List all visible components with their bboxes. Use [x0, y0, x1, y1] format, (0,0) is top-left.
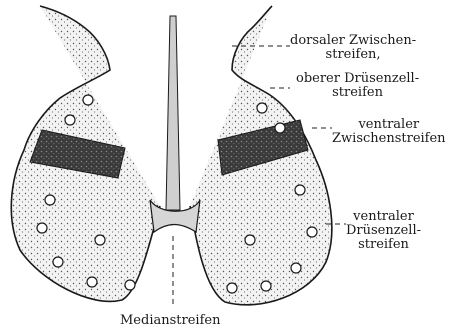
- median-streak: [166, 16, 180, 210]
- label-ventral-gland-line1: ventraler: [346, 210, 421, 224]
- label-ventral-gland-line3: streifen: [346, 238, 421, 252]
- label-ventral-line1: ventraler: [332, 118, 446, 132]
- label-ventral-line2: Zwischenstreifen: [332, 132, 446, 146]
- left-lobe: [11, 6, 160, 301]
- label-ventral-gland-band: ventraler Drüsenzell- streifen: [346, 210, 421, 252]
- label-dorsal-band: dorsaler Zwischen- streifen,: [290, 34, 416, 62]
- label-ventral-gland-line2: Drüsenzell-: [346, 224, 421, 238]
- label-ventral-band: ventraler Zwischenstreifen: [332, 118, 446, 146]
- label-upper-gland-line2: streifen: [296, 86, 419, 100]
- label-upper-gland-band: oberer Drüsenzell- streifen: [296, 72, 419, 100]
- label-dorsal-line1: dorsaler Zwischen-: [290, 34, 416, 48]
- label-dorsal-line2: streifen,: [290, 48, 416, 62]
- label-median-line: Medianstreifen: [120, 314, 220, 328]
- label-upper-gland-line1: oberer Drüsenzell-: [296, 72, 419, 86]
- label-median-band: Medianstreifen: [120, 314, 220, 328]
